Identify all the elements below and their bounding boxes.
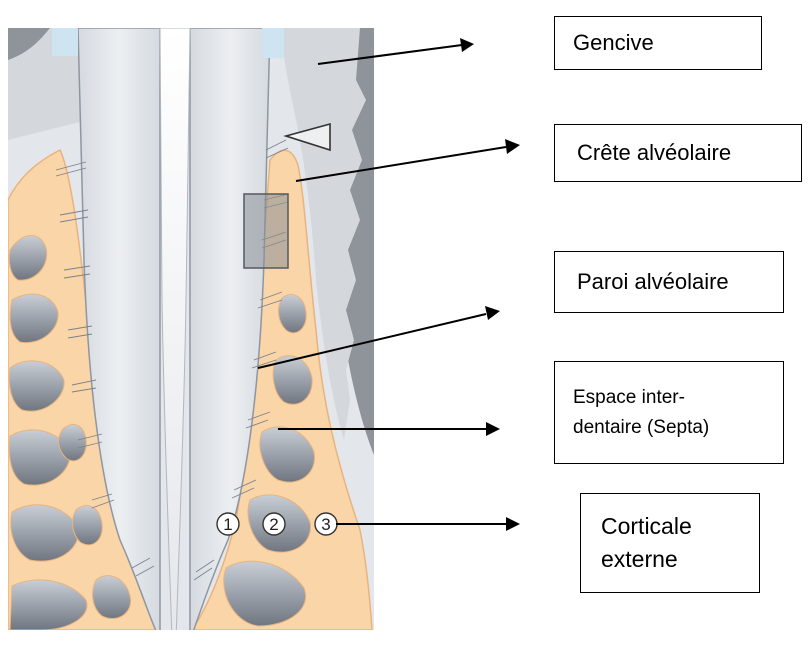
svg-text:2: 2 [269,515,278,534]
marker-2: 2 [263,513,285,535]
label-corticale-externe: Corticale externe [580,493,760,593]
svg-text:3: 3 [321,515,330,534]
label-corticale-externe-line2: externe [601,543,692,576]
enamel-left [52,28,78,56]
label-espace-interdentaire-line1: Espace inter- [573,383,709,412]
label-paroi-alveolaire-text: Paroi alvéolaire [577,269,729,295]
marker-1: 1 [217,513,239,535]
svg-text:1: 1 [223,515,232,534]
label-crete-alveolaire-text: Crête alvéolaire [577,140,731,166]
enamel-right [262,28,284,58]
label-espace-interdentaire-line2: dentaire (Septa) [573,413,709,442]
label-espace-interdentaire: Espace inter- dentaire (Septa) [554,361,784,464]
label-paroi-alveolaire: Paroi alvéolaire [554,251,784,313]
highlight-rectangle [244,194,288,268]
label-corticale-externe-line1: Corticale [601,510,692,543]
label-gencive-text: Gencive [573,30,654,56]
label-gencive: Gencive [554,16,762,70]
marker-3: 3 [315,513,337,535]
label-crete-alveolaire: Crête alvéolaire [554,124,802,182]
